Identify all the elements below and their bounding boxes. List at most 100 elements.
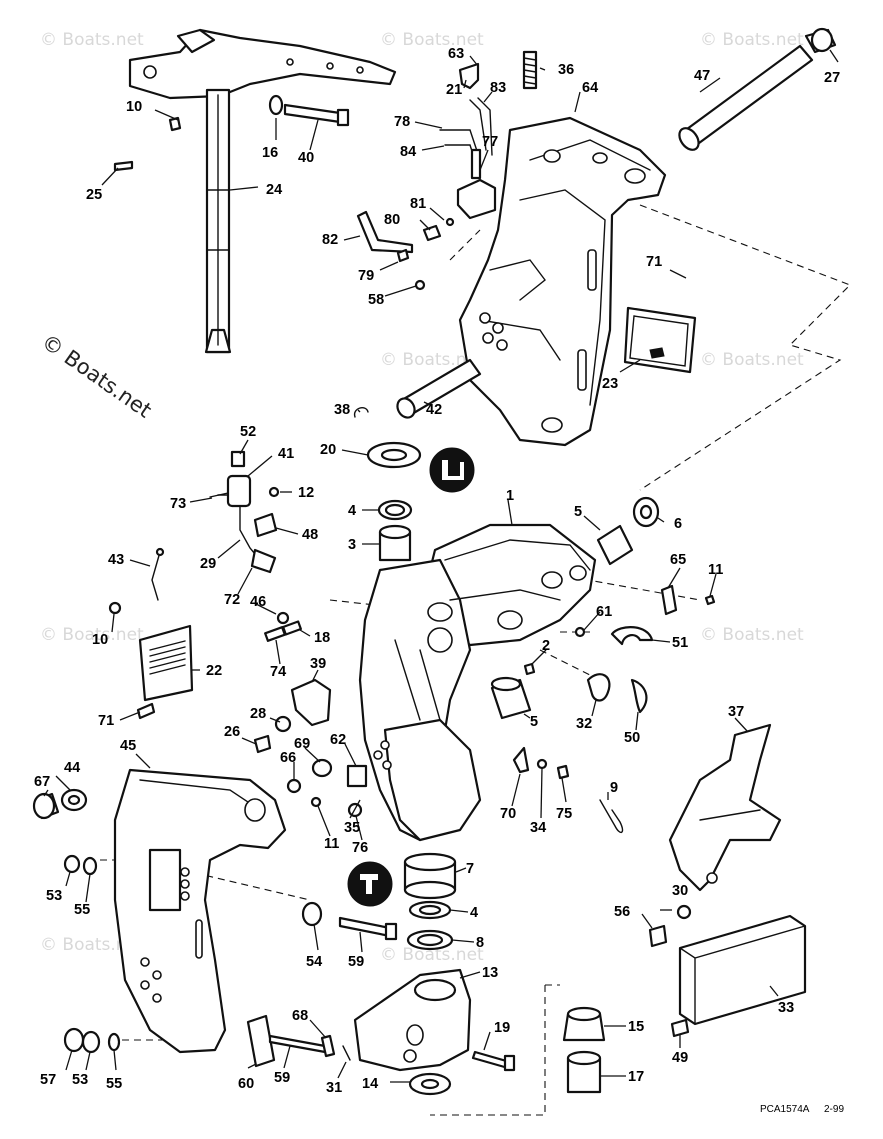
callout-61: 61 [596, 604, 612, 620]
callout-72: 72 [224, 592, 240, 608]
callout-33: 33 [778, 1000, 794, 1016]
tilt-tube-47 [678, 27, 837, 151]
stern-bracket-1 [358, 523, 597, 842]
callout-11: 11 [324, 836, 339, 852]
callout-54: 54 [306, 954, 322, 970]
small-clips-right [523, 584, 716, 714]
callout-31: 31 [326, 1080, 342, 1096]
callout-70: 70 [500, 806, 516, 822]
callout-55: 55 [106, 1076, 122, 1092]
screw-49 [670, 1018, 690, 1038]
callout-24: 24 [266, 182, 282, 198]
callout-45: 45 [120, 738, 136, 754]
bolts-54-59 [301, 901, 398, 941]
callout-23: 23 [602, 376, 618, 392]
watermark-text: © Boats.net [380, 350, 484, 370]
swivel-shaft-24 [128, 28, 397, 354]
callout-59: 59 [348, 954, 364, 970]
bushings-5-6 [490, 496, 660, 720]
hardware-lower-right [648, 904, 692, 948]
cover-22 [108, 547, 194, 720]
callout-64: 64 [582, 80, 598, 96]
callout-38: 38 [334, 402, 350, 418]
plate-60-bolt-59 [246, 1014, 351, 1068]
callout-49: 49 [672, 1050, 688, 1066]
callout-46: 46 [250, 594, 266, 610]
callout-4: 4 [348, 503, 356, 519]
watermark-main: © Boats.net [37, 329, 156, 422]
shield-23 [623, 306, 697, 374]
callout-43: 43 [108, 552, 124, 568]
callout-62: 62 [330, 732, 346, 748]
callout-25: 25 [86, 187, 102, 203]
spring-parts-right [512, 746, 624, 833]
diagram-code: PCA1574A [760, 1104, 810, 1115]
callout-76: 76 [352, 840, 368, 856]
watermark-text: © Boats.net [40, 935, 144, 955]
watermark-text: © Boats.net [40, 30, 144, 50]
callout-22: 22 [206, 663, 222, 679]
callout-68: 68 [292, 1008, 308, 1024]
callout-53: 53 [72, 1072, 88, 1088]
callout-65: 65 [670, 552, 686, 568]
bushings-15-17 [562, 1006, 606, 1094]
hardware-center [253, 715, 368, 818]
block-33 [678, 914, 807, 1026]
callout-75: 75 [556, 806, 572, 822]
callout-18: 18 [314, 630, 330, 646]
callout-19: 19 [494, 1020, 510, 1036]
callout-35: 35 [344, 820, 360, 836]
callout-55: 55 [74, 902, 90, 918]
callout-47: 47 [694, 68, 710, 84]
callout-1: 1 [506, 488, 514, 504]
callout-11: 11 [708, 562, 723, 578]
stern-bracket-45 [113, 768, 287, 1054]
callout-58: 58 [368, 292, 384, 308]
diagram-date: 2-99 [824, 1104, 844, 1115]
callout-71: 71 [646, 254, 662, 270]
callout-66: 66 [280, 750, 296, 766]
callout-26: 26 [224, 724, 240, 740]
callout-36: 36 [558, 62, 574, 78]
callout-53: 53 [46, 888, 62, 904]
callout-79: 79 [358, 268, 374, 284]
watermark-text: © Boats.net [700, 30, 804, 50]
callout-21: 21 [446, 82, 462, 98]
callout-14: 14 [362, 1076, 378, 1092]
callout-17: 17 [628, 1069, 644, 1085]
callout-63: 63 [448, 46, 464, 62]
callout-12: 12 [298, 485, 314, 501]
callout-78: 78 [394, 114, 410, 130]
nuts-67-44 [32, 788, 88, 820]
callout-74: 74 [270, 664, 286, 680]
callout-13: 13 [482, 965, 498, 981]
callout-42: 42 [426, 402, 442, 418]
callout-labels: 10 16 40 25 24 63 21 36 64 83 78 84 77 8… [34, 46, 840, 1096]
callout-4: 4 [470, 905, 478, 921]
inset-lubricant-symbol-bottom [347, 861, 393, 907]
arm-13 [353, 968, 472, 1072]
swivel-bracket-64 [458, 116, 667, 447]
callout-39: 39 [310, 656, 326, 672]
callout-27: 27 [824, 70, 840, 86]
callout-32: 32 [576, 716, 592, 732]
bushings-7-4-8 [403, 852, 457, 951]
callout-48: 48 [302, 527, 318, 543]
callout-10: 10 [126, 99, 142, 115]
pin-parts-center-left [264, 611, 332, 727]
callout-56: 56 [614, 904, 630, 920]
callout-77: 77 [482, 134, 498, 150]
watermark-text: © Boats.net [700, 625, 804, 645]
watermark-text: © Boats.net [40, 625, 144, 645]
callout-34: 34 [530, 820, 546, 836]
callout-84: 84 [400, 144, 416, 160]
watermark-text: © Boats.net [380, 945, 484, 965]
trail-lever-37 [668, 723, 782, 892]
callout-51: 51 [672, 635, 688, 651]
diagram-footer: PCA1574A 2-99 [760, 1104, 844, 1115]
trim-sender-parts [422, 50, 538, 242]
callout-57: 57 [40, 1072, 56, 1088]
hardware-top-left [113, 94, 350, 172]
